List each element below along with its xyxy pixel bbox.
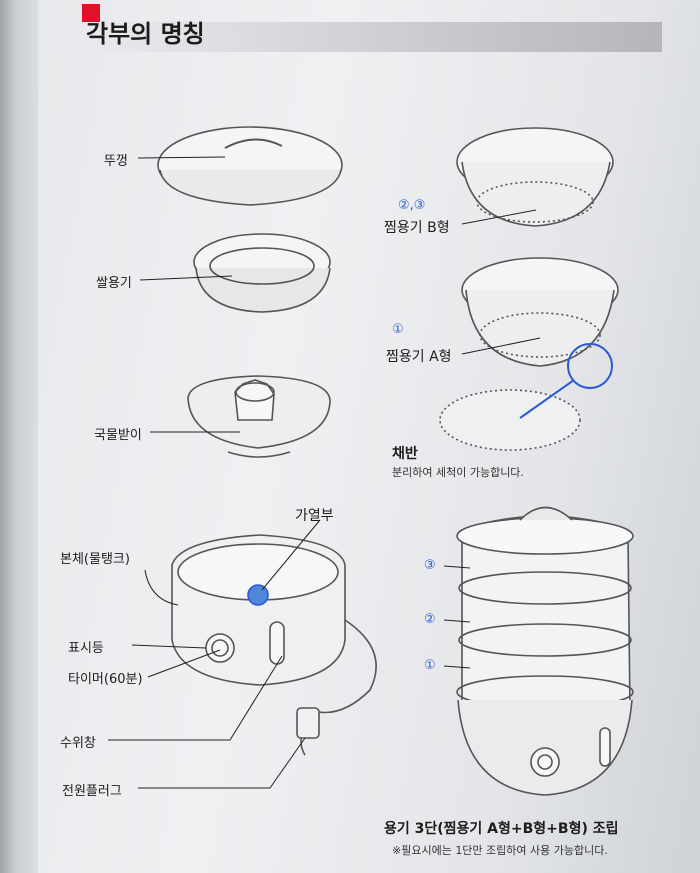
tray-note: 분리하여 세척이 가능합니다. [392,466,524,479]
rice-bowl-illustration [193,233,331,313]
steamer-a-index: ① [392,322,404,337]
steamer-a-illustration [461,257,619,367]
assembly-note: ※필요시에는 1단만 조립하여 사용 가능합니다. [392,844,608,857]
drip-tray-illustration [187,375,331,458]
stack-level-2: ② [424,612,436,627]
label-steamer-a: 찜용기 A형 [386,349,452,365]
stack-level-1: ① [424,658,436,673]
label-plug: 전원플러그 [62,784,122,799]
assembly-illustration [456,506,634,796]
leader-lines [108,156,541,789]
label-steamer-b: 찜용기 B형 [384,220,450,236]
label-drip-tray: 국물받이 [94,428,142,443]
tray-zoom-circle [567,343,613,389]
tray-illustration [439,389,581,451]
stack-level-3: ③ [424,558,436,573]
base-body-illustration [171,534,346,686]
label-rice-bowl: 쌀용기 [96,276,132,291]
label-indicator: 표시등 [68,641,104,656]
steamer-b-index: ②,③ [398,198,426,213]
label-heating: 가열부 [295,508,334,524]
page-title: 각부의 명칭 [86,20,205,48]
plug-illustration [296,707,320,739]
tray-zoom-line [519,379,575,419]
label-timer: 타이머(60분) [68,672,143,687]
lid-illustration [157,126,343,206]
page-binding [0,0,38,873]
assembly-caption: 용기 3단(찜용기 A형+B형+B형) 조립 [384,821,619,837]
steamer-b-illustration [456,127,614,227]
label-water-window: 수위창 [60,736,96,751]
label-lid: 뚜껑 [104,154,128,169]
label-tray: 채반 [392,446,418,462]
label-body: 본체(물탱크) [60,552,130,567]
header-red-mark [82,4,100,22]
header-bar [82,22,662,52]
